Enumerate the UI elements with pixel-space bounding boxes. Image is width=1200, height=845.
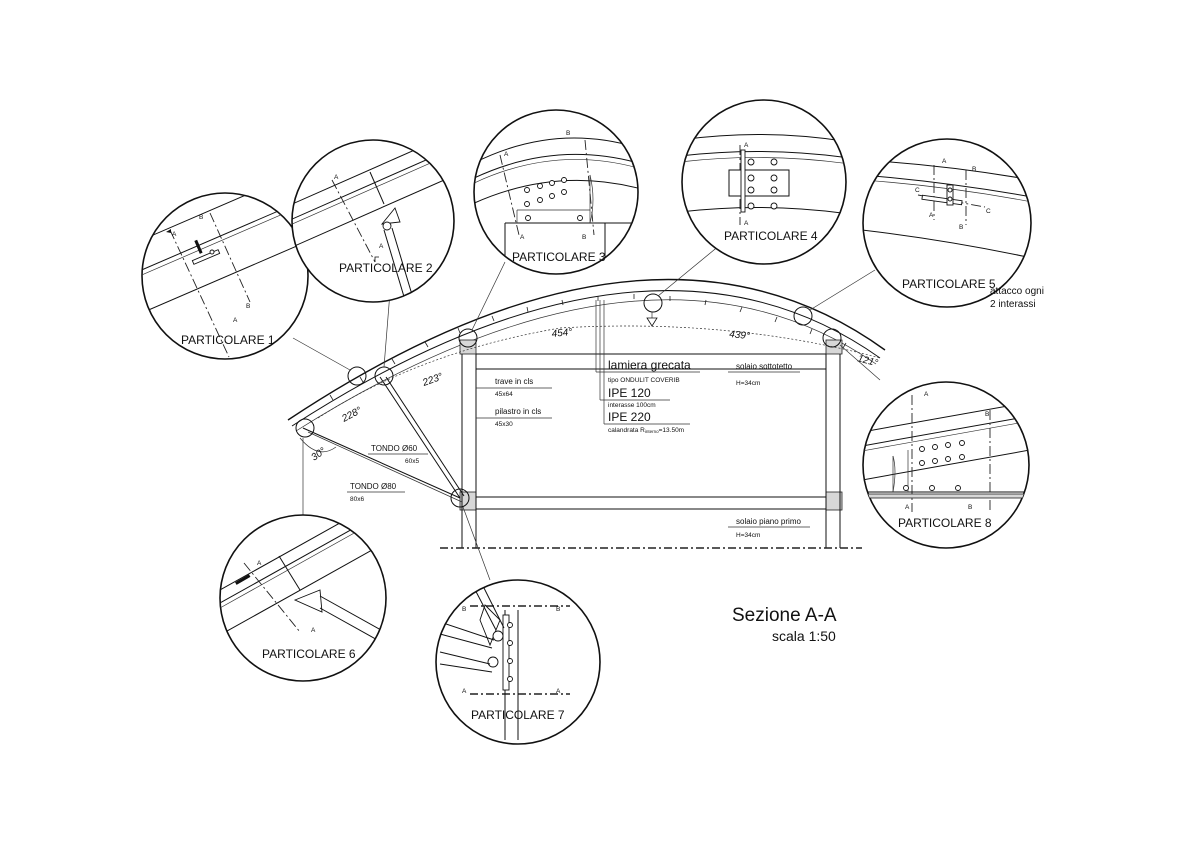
d6-mark-a2: A [311,627,316,634]
d7-mark-a1: A [462,688,467,695]
mark-particolare-8[interactable] [822,328,842,348]
label-particolare-4: PARTICOLARE 4 [724,229,818,243]
d5-mark-b2: B [959,224,963,231]
d8-mark-b1: B [985,411,989,418]
mark-particolare-5[interactable] [793,306,813,326]
detail-particolare-3[interactable]: A B A B PARTICOLARE 3 [470,109,645,275]
d3-mark-a1: A [504,151,509,158]
d1-mark-a1: A [172,231,177,238]
leader-lines [292,244,881,581]
label-solaio-primo-sub: H=34cm [736,532,760,539]
tie-tondo-80-b [307,431,463,503]
tie-tondo-80 [302,427,461,499]
d6-mark-a1: A [257,560,262,567]
d5-mark-a1: A [942,158,947,165]
label-particolare-3: PARTICOLARE 3 [512,250,606,264]
d1-mark-b1: B [199,214,203,221]
label-solaio-sott: solaio sottotetto [736,362,793,371]
drawing-title: Sezione A-A [732,605,837,626]
label-particolare-5: PARTICOLARE 5 [902,277,996,291]
dim-121: 121° [856,353,879,369]
d8-mark-a2: A [905,504,910,511]
mark-particolare-7[interactable] [450,488,470,508]
dim-228: 228° [339,405,363,425]
label-particolare-2: PARTICOLARE 2 [339,261,433,275]
label-trave: trave in cls [495,377,533,386]
label-ipe220-sub: calandrata Rinterno=13.50m [608,427,684,434]
main-section [287,244,886,581]
detail-particolare-4[interactable]: A A PARTICOLARE 4 [680,99,850,265]
d8-mark-b2: B [968,504,972,511]
dim-30: 30° [309,446,328,464]
label-solaio-sott-sub: H=34cm [736,380,760,387]
d5-mark-a2: A [929,212,934,219]
d4-mark-a1: A [744,142,749,149]
roof-arch-inner [291,290,881,427]
label-particolare-8: PARTICOLARE 8 [898,516,992,530]
dim-arc-roof [317,327,561,419]
label-tondo60-sub: 60x5 [405,458,419,465]
detail-particolare-1[interactable]: A B B A PARTICOLARE 1 [130,163,320,360]
tie-tondo-60-a [379,376,461,499]
label-lamiera: lamiera grecata [608,358,691,372]
detail-particolare-5[interactable]: A B C C A B PARTICOLARE 5 [862,138,1032,308]
d3-mark-b1: B [566,130,570,137]
dim-arc-roof-2 [559,325,881,359]
detail-particolare-7[interactable]: B B A A PARTICOLARE 7 [435,579,601,745]
label-tondo80-sub: 80x6 [350,496,364,503]
p5-note-line2: 2 interassi [990,299,1036,310]
label-ipe220: IPE 220 [608,410,651,424]
label-particolare-1: PARTICOLARE 1 [181,333,275,347]
label-lamiera-sub: tipo ONDULIT COVERIB [608,377,680,384]
label-ipe120-sub: interasse 100cm [608,402,656,409]
dim-454: 454° [551,327,573,340]
label-pilastro-sub: 45x30 [495,421,513,428]
label-particolare-7: PARTICOLARE 7 [471,708,565,722]
d3-mark-a2: A [520,234,525,241]
purlin-ticks [329,294,847,401]
d1-mark-b2: B [246,303,250,310]
annotation-leaders [347,300,810,528]
d3-mark-b2: B [582,234,586,241]
d7-mark-a2: A [556,688,561,695]
tie-tondo-60-b [385,376,465,497]
label-solaio-primo: solaio piano primo [736,517,801,526]
d4-mark-a2: A [744,220,749,227]
dim-223: 223° [420,371,444,389]
d5-mark-c1: C [915,187,920,194]
label-ipe120: IPE 120 [608,386,651,400]
d2-mark-a2: A [379,243,384,250]
d1-mark-a2: A [233,317,238,324]
mark-particolare-6[interactable] [295,418,315,438]
detail-particolare-2[interactable]: A A PARTICOLARE 2 [290,130,460,303]
label-pilastro: pilastro in cls [495,407,541,416]
mark-particolare-4[interactable] [643,293,663,313]
roof-arch-outer [287,278,886,421]
d7-mark-b1: B [462,606,466,613]
label-tondo60: TONDO Ø60 [371,444,418,453]
d5-mark-b1: B [972,166,976,173]
d8-mark-a1: A [924,391,929,398]
label-tondo80: TONDO Ø80 [350,482,397,491]
p5-note-line1: attacco ogni [990,286,1044,297]
label-particolare-6: PARTICOLARE 6 [262,647,356,661]
dim-439: 439° [729,329,751,342]
mark-particolare-1[interactable] [347,366,367,386]
d2-mark-a1: A [334,174,339,181]
mark-particolare-3[interactable] [458,328,478,348]
drawing-scale: scala 1:50 [772,628,836,644]
detail-particolare-8[interactable]: A B A B PARTICOLARE 8 [862,381,1032,549]
detail-particolare-6[interactable]: A A PARTICOLARE 6 [219,495,390,682]
dim-arc-30 [299,437,337,453]
d7-mark-b2: B [556,606,560,613]
label-trave-sub: 45x64 [495,391,513,398]
d5-mark-c2: C [986,208,991,215]
